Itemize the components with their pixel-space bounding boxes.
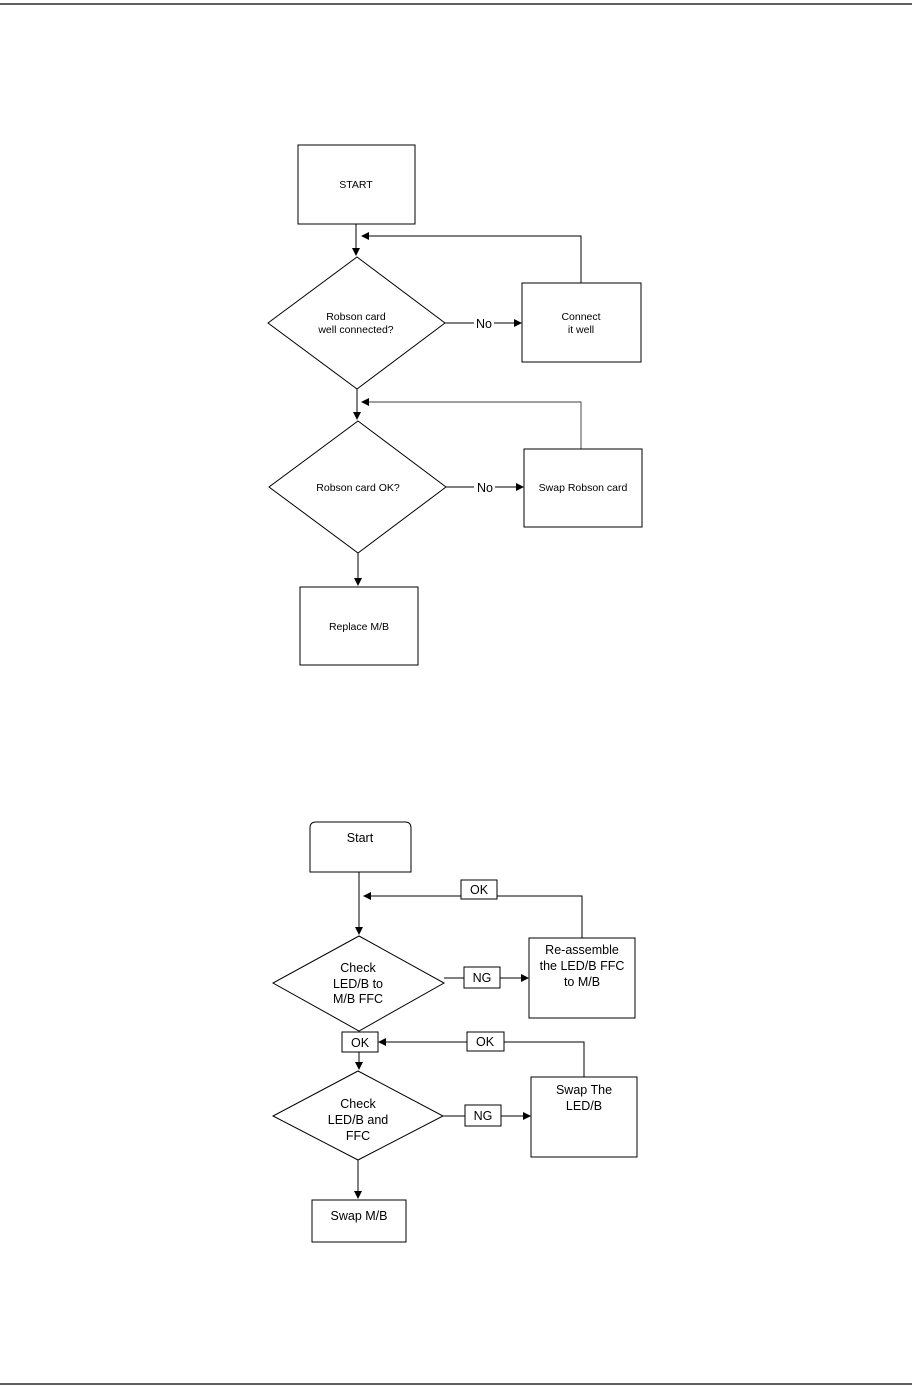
swap-mb-box <box>311 1199 407 1243</box>
ok-label-top: OK <box>470 883 489 897</box>
decision-led-mb-line2: LED/B to <box>333 977 383 991</box>
decision-ok-label: Robson card OK? <box>316 482 400 494</box>
reassemble-line1: Re-assemble <box>545 943 619 957</box>
decision-led-mb-line3: M/B FFC <box>333 992 383 1006</box>
decision-led-mb-line1: Check <box>340 961 376 975</box>
ok-label-left: OK <box>351 1036 370 1050</box>
decision-connected <box>267 256 446 390</box>
ng-label-1: NG <box>473 971 492 985</box>
no-label-1: No <box>476 317 492 331</box>
ok-label-right: OK <box>476 1035 495 1049</box>
decision-led-ffc-line2: LED/B and <box>328 1113 389 1127</box>
swap-mb-label: Swap M/B <box>331 1209 388 1223</box>
swap-robson-box <box>523 448 643 528</box>
replace-mb-label: Replace M/B <box>329 621 389 633</box>
decision-led-ffc-line1: Check <box>340 1097 376 1111</box>
no-label-2: No <box>477 481 493 495</box>
start-label: START <box>339 179 373 191</box>
arrow-swap-return <box>361 398 582 449</box>
flowchart-2 <box>271 821 638 1243</box>
swap-robson-label: Swap Robson card <box>539 482 628 494</box>
connect-line1: Connect <box>561 311 600 323</box>
line-swapled-up <box>504 1041 585 1077</box>
swap-led-line1: Swap The <box>556 1083 612 1097</box>
decision-led-ffc-line3: FFC <box>346 1129 370 1143</box>
start2-box <box>309 821 412 873</box>
arrow-connect-return <box>361 232 582 283</box>
decision-connected-line1: Robson card <box>326 311 386 323</box>
reassemble-line2: the LED/B FFC <box>540 959 625 973</box>
flowchart-1 <box>267 144 643 666</box>
swap-led-line2: LED/B <box>566 1099 602 1113</box>
flowchart-1-text: START Robson card well connected? No Con… <box>316 179 627 633</box>
decision-connected-line2: well connected? <box>317 324 393 336</box>
replace-mb-box <box>299 586 419 666</box>
ok-box-top <box>460 879 498 900</box>
connect-line2: it well <box>568 324 594 336</box>
start2-label: Start <box>347 831 374 845</box>
line-reassemble-up <box>497 895 583 938</box>
reassemble-line3: to M/B <box>564 975 600 989</box>
ng-label-2: NG <box>474 1109 493 1123</box>
flowchart-2-text: Start Check LED/B to M/B FFC Re-assemble… <box>328 831 625 1223</box>
